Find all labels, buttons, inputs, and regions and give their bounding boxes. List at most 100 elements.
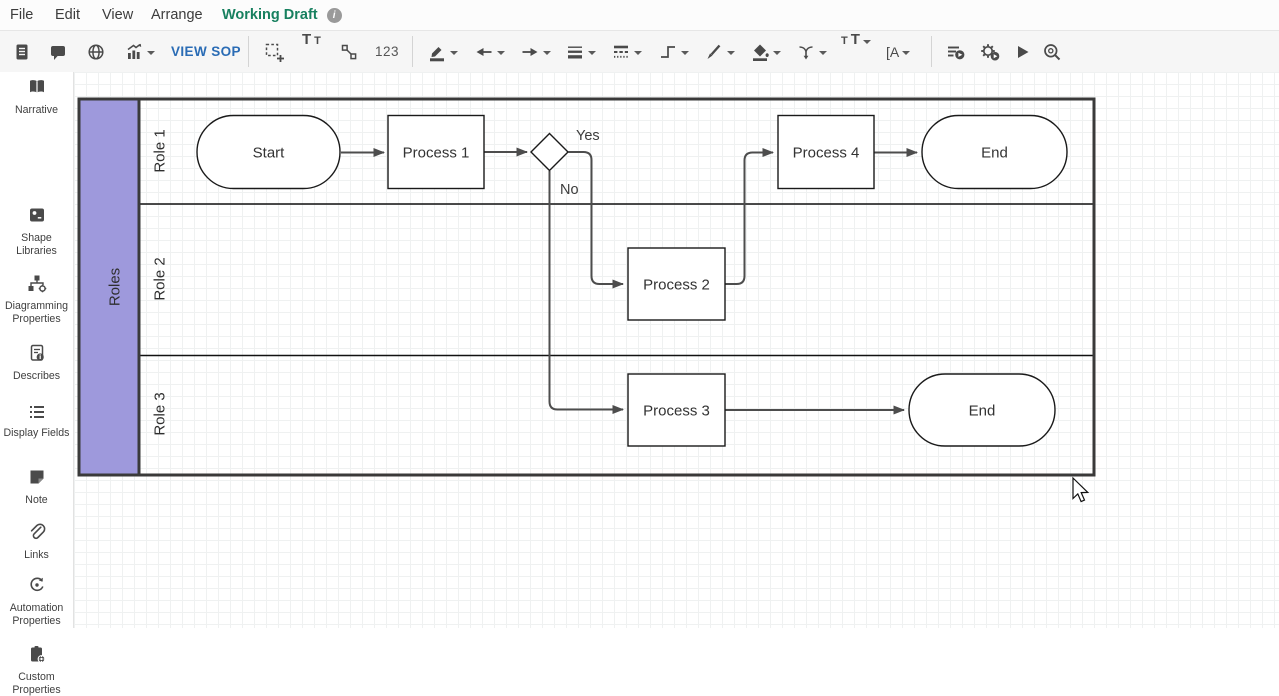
chevron-down-icon bbox=[727, 50, 735, 55]
lane-label-role3[interactable]: Role 3 bbox=[151, 392, 168, 435]
toolbar-separator bbox=[412, 36, 413, 67]
chevron-down-icon bbox=[819, 50, 827, 55]
sidebar-item-narrative[interactable]: Narrative bbox=[0, 77, 73, 117]
menu-file[interactable]: File bbox=[10, 7, 34, 23]
line-color-button[interactable] bbox=[427, 31, 458, 72]
select-area-button[interactable] bbox=[263, 31, 285, 72]
sidebar-item-shape-libraries[interactable]: Shape Libraries bbox=[0, 205, 73, 257]
node-label-end-role1: End bbox=[981, 144, 1008, 161]
line-style-button[interactable] bbox=[611, 31, 642, 72]
chevron-down-icon bbox=[588, 50, 596, 55]
lane-label-role2[interactable]: Role 2 bbox=[151, 257, 168, 300]
language-button[interactable] bbox=[86, 31, 106, 72]
links-paperclip-icon bbox=[30, 523, 45, 540]
chevron-down-icon bbox=[543, 50, 551, 55]
chevron-down-icon bbox=[634, 50, 642, 55]
pool-label[interactable]: Roles bbox=[106, 268, 123, 306]
node-label-process1: Process 1 bbox=[403, 144, 470, 161]
sidebar-item-display-fields[interactable]: Display Fields bbox=[0, 404, 73, 440]
sidebar-item-links[interactable]: Links bbox=[0, 522, 73, 562]
chevron-down-icon bbox=[450, 50, 458, 55]
brush-button[interactable] bbox=[704, 31, 735, 72]
query-run-button[interactable] bbox=[945, 31, 967, 72]
fill-color-button[interactable] bbox=[750, 31, 781, 72]
node-label-end-role3: End bbox=[969, 402, 996, 419]
numbering-button[interactable]: 123 bbox=[375, 44, 400, 59]
arrow-start-icon bbox=[476, 47, 492, 56]
diagram-canvas[interactable]: Roles Role 1 Role 2 Role 3 Yes No bbox=[74, 72, 1279, 628]
arrow-end-button[interactable] bbox=[520, 31, 551, 72]
diagramming-properties-icon bbox=[28, 275, 46, 293]
sidebar-item-note[interactable]: Note bbox=[0, 467, 73, 507]
node-process1[interactable] bbox=[387, 114, 485, 190]
play-button[interactable] bbox=[1012, 31, 1032, 72]
describes-icon bbox=[30, 344, 44, 361]
node-decision[interactable] bbox=[530, 132, 569, 172]
comment-icon bbox=[51, 45, 65, 60]
connector-type-icon bbox=[661, 45, 675, 58]
menu-edit[interactable]: Edit bbox=[55, 7, 80, 23]
node-start[interactable] bbox=[196, 114, 341, 190]
menu-view[interactable]: View bbox=[102, 7, 134, 23]
automation-run-icon bbox=[981, 43, 1000, 60]
node-label-process3: Process 3 bbox=[643, 402, 710, 419]
edge-decision-process3-no[interactable] bbox=[548, 171, 624, 414]
note-icon bbox=[30, 470, 43, 484]
edge-decision-process2-yes[interactable] bbox=[568, 151, 624, 289]
node-label-process2: Process 2 bbox=[643, 276, 710, 293]
node-process2[interactable] bbox=[627, 247, 726, 321]
chevron-down-icon bbox=[862, 40, 871, 44]
select-area-icon bbox=[265, 43, 284, 62]
connector-nodes-icon bbox=[341, 44, 357, 59]
pool-header[interactable] bbox=[77, 97, 141, 477]
edge-label-yes[interactable]: Yes bbox=[576, 128, 600, 144]
comment-button[interactable] bbox=[48, 31, 68, 72]
sidebar-item-diagramming-properties[interactable]: Diagramming Properties bbox=[0, 273, 73, 325]
sidebar-item-custom-properties[interactable]: Custom Properties bbox=[0, 644, 73, 696]
sidebar-item-automation-properties[interactable]: Automation Properties bbox=[0, 575, 73, 627]
node-process3[interactable] bbox=[627, 373, 726, 447]
query-run-icon bbox=[948, 46, 965, 59]
chart-properties-button[interactable] bbox=[124, 31, 155, 72]
chevron-down-icon bbox=[147, 50, 155, 55]
arrow-start-button[interactable] bbox=[474, 31, 505, 72]
chart-edit-icon bbox=[127, 43, 142, 59]
view-sop-button[interactable]: VIEW SOP bbox=[171, 44, 241, 59]
node-process4[interactable] bbox=[777, 114, 875, 190]
lane-label-role1[interactable]: Role 1 bbox=[151, 129, 168, 172]
edge-process2-process4[interactable] bbox=[725, 148, 774, 285]
zoom-search-icon bbox=[1044, 43, 1061, 60]
font-family-button[interactable]: [A bbox=[886, 31, 911, 72]
chevron-down-icon bbox=[773, 50, 781, 55]
node-end-role1[interactable] bbox=[921, 114, 1068, 190]
edge-label-no[interactable]: No bbox=[560, 182, 579, 198]
junction-button[interactable] bbox=[796, 31, 827, 72]
line-color-icon bbox=[430, 46, 444, 61]
connector-type-button[interactable] bbox=[658, 31, 689, 72]
line-style-icon bbox=[614, 45, 628, 58]
shape-libraries-icon bbox=[29, 208, 44, 222]
arrow-end-icon bbox=[522, 47, 538, 56]
menu-arrange[interactable]: Arrange bbox=[151, 7, 203, 23]
status-working-draft[interactable]: Working Draft i bbox=[222, 0, 342, 30]
automation-properties-icon bbox=[29, 577, 44, 592]
lane-dividers bbox=[140, 203, 1093, 357]
info-icon[interactable]: i bbox=[326, 7, 342, 23]
zoom-search-button[interactable] bbox=[1042, 31, 1062, 72]
left-sidebar: Narrative Shape Libraries Diagramming Pr… bbox=[0, 72, 74, 696]
narrative-book-icon bbox=[29, 80, 44, 93]
swimlane-diagram: Roles Role 1 Role 2 Role 3 Yes No bbox=[77, 97, 1096, 503]
edges bbox=[341, 147, 918, 415]
sidebar-item-describes[interactable]: Describes bbox=[0, 343, 73, 383]
document-button[interactable] bbox=[12, 31, 32, 72]
node-label-start: Start bbox=[253, 144, 286, 161]
node-end-role3[interactable] bbox=[908, 373, 1056, 447]
automation-run-button[interactable] bbox=[979, 31, 1001, 72]
connector-nodes-button[interactable] bbox=[339, 31, 359, 72]
custom-properties-icon bbox=[30, 646, 45, 663]
line-weight-button[interactable] bbox=[565, 31, 596, 72]
